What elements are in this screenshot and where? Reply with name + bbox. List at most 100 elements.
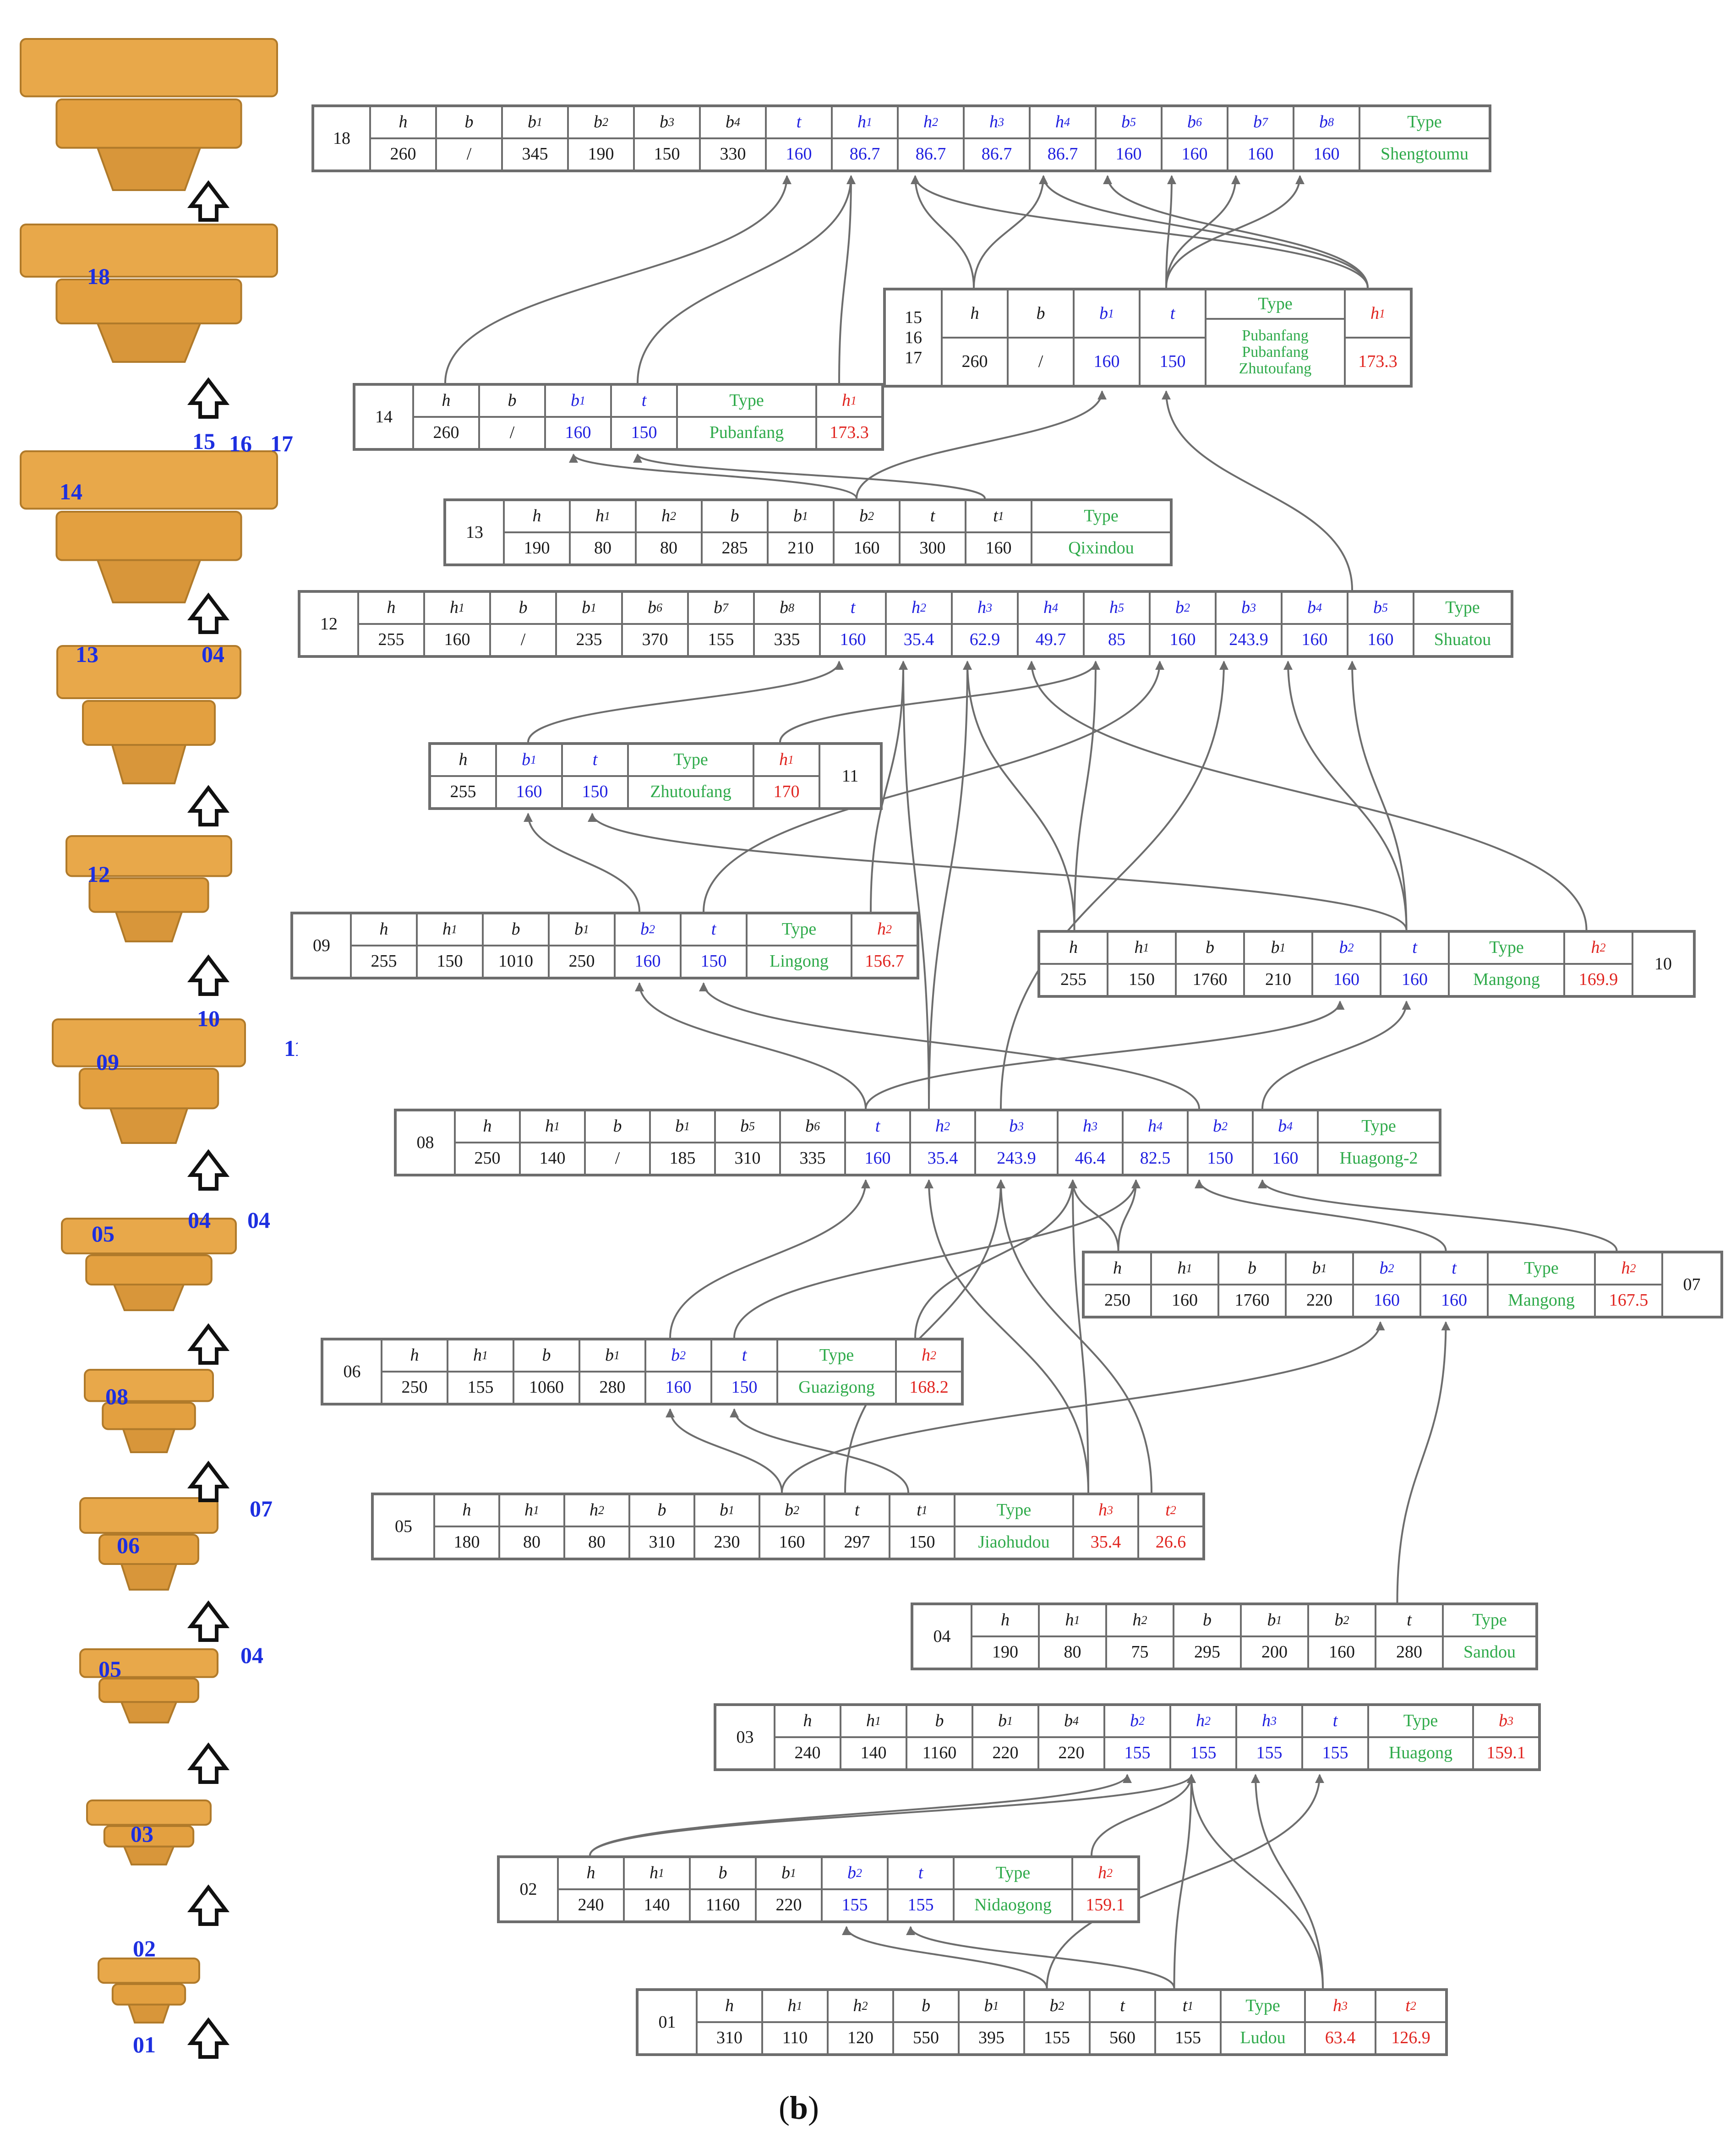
type-value: Mangong — [1473, 970, 1540, 990]
type-header: Type — [678, 386, 815, 418]
table-id: 15 16 17 — [905, 308, 922, 367]
param-value: 335 — [799, 1149, 826, 1168]
dependency-link — [730, 1408, 909, 1493]
param-value: 190 — [588, 144, 614, 164]
param-value: 169.9 — [1578, 970, 1618, 990]
param-value: 250 — [1104, 1291, 1130, 1310]
component-label-07: 07 — [250, 1496, 273, 1521]
param-value: 255 — [450, 782, 476, 802]
param-value: 140 — [539, 1149, 566, 1168]
param-value: 160 — [1441, 1291, 1467, 1310]
param-value: 260 — [961, 351, 988, 371]
param-value: 170 — [773, 782, 800, 802]
block-base — [96, 323, 202, 363]
param-value: 220 — [1058, 1743, 1085, 1763]
param-value: / — [466, 144, 472, 164]
dependency-link — [589, 1774, 1196, 1856]
param-value: 255 — [1060, 970, 1086, 990]
table-id: 08 — [416, 1133, 434, 1152]
bracket-assembly-10 — [79, 1648, 218, 1723]
up-arrow — [187, 592, 230, 634]
block-top — [20, 224, 278, 278]
param-symbol: b — [1009, 290, 1073, 339]
param-value: 160 — [1329, 1642, 1355, 1662]
param-symbol: h — [371, 107, 435, 139]
param-value: 230 — [714, 1532, 740, 1552]
param-symbol: t — [825, 1495, 889, 1527]
table-id: 09 — [313, 936, 330, 955]
dependency-link — [1261, 1001, 1411, 1109]
block-base — [115, 911, 183, 942]
param-value: 168.2 — [909, 1378, 949, 1397]
param-value: 330 — [720, 144, 746, 164]
type-value: Huagong — [1388, 1743, 1453, 1763]
dependency-link — [527, 661, 844, 743]
dependency-link — [1195, 1179, 1447, 1251]
param-value: 240 — [794, 1743, 821, 1763]
param-value: 150 — [909, 1532, 935, 1552]
param-value: 560 — [1109, 2028, 1135, 2048]
param-symbol: b — [907, 1706, 972, 1738]
dependency-link — [870, 661, 908, 912]
component-label-14: 14 — [60, 479, 82, 504]
dependency-link — [666, 1408, 783, 1493]
assembly-stack: 1815161714130412100911050404080706050403… — [0, 0, 306, 2098]
param-symbol: b — [484, 914, 548, 946]
type-value: Nidaogong — [974, 1895, 1052, 1915]
param-value: 180 — [453, 1532, 480, 1552]
param-value: 155 — [907, 1895, 934, 1915]
component-label-09: 09 — [96, 1049, 119, 1075]
dependency-link — [779, 661, 1100, 743]
component-label-05: 05 — [98, 1656, 121, 1682]
dependency-link — [1039, 175, 1369, 288]
component-label-05: 05 — [92, 1221, 115, 1247]
type-header: Type — [1222, 1991, 1304, 2023]
param-value: 160 — [1093, 351, 1120, 371]
dependency-link — [1187, 1774, 1324, 1989]
param-value: 80 — [660, 538, 677, 558]
param-value: 160 — [1115, 144, 1142, 164]
param-value: 1010 — [498, 952, 533, 971]
param-value: 35.4 — [903, 630, 934, 650]
bracket-assembly-11 — [86, 1799, 212, 1865]
param-symbol: t — [612, 386, 676, 418]
